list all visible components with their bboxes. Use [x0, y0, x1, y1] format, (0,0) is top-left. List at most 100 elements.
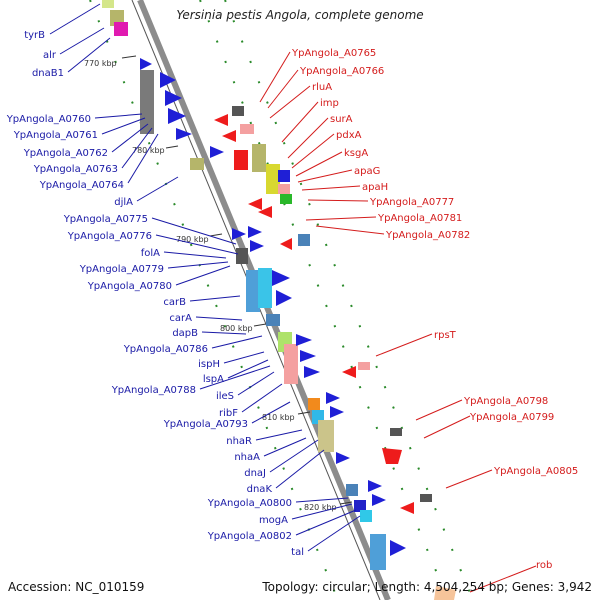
gene-label[interactable]: mogA — [259, 515, 288, 526]
gene-label[interactable]: rluA — [312, 82, 332, 93]
gene-label[interactable]: ispH — [198, 359, 220, 370]
gene-label[interactable]: YpAngola_A0762 — [23, 148, 108, 159]
gene-label[interactable]: tyrB — [24, 30, 45, 41]
tick-770: 770 kbp — [84, 59, 117, 68]
gene-label[interactable]: YpAngola_A0779 — [79, 264, 164, 275]
map-title: Yersinia pestis Angola, complete genome — [176, 8, 424, 22]
feature-block — [354, 500, 366, 512]
gene-label[interactable]: YpAngola_A0802 — [207, 531, 292, 542]
feature-block — [252, 144, 266, 172]
left-leader-lines — [49, 3, 361, 552]
feature-block — [370, 534, 386, 570]
gene-label[interactable]: YpAngola_A0786 — [123, 344, 208, 355]
gene-label[interactable]: YpAngola_A0764 — [39, 180, 124, 191]
tick-800: 800 kbp — [220, 324, 253, 333]
gene-label[interactable]: YpAngola_A0782 — [385, 230, 470, 241]
gene-label[interactable]: YpAngola_A0760 — [6, 114, 91, 125]
gene-label[interactable]: apaH — [362, 182, 388, 193]
gene-label[interactable]: pdxA — [336, 130, 362, 141]
gene-arrow — [280, 238, 292, 250]
gene-label[interactable]: alr — [43, 50, 57, 61]
gene-arrow — [382, 448, 402, 464]
gene-label[interactable]: surA — [330, 114, 353, 125]
feature-block — [278, 170, 290, 182]
feature-block — [266, 314, 280, 326]
feature-block — [240, 124, 254, 134]
gene-label[interactable]: dnaK — [247, 484, 273, 495]
gene-label[interactable]: YpAngola_A0780 — [87, 281, 172, 292]
accession-text: Accession: NC_010159 — [8, 580, 145, 594]
gene-arrow — [368, 480, 382, 492]
feature-block — [190, 158, 204, 170]
gene-label[interactable]: YpAngola_A0777 — [369, 197, 454, 208]
tick-mark — [209, 233, 223, 237]
gene-arrow — [210, 146, 224, 158]
gene-label[interactable]: YpAngola_A0799 — [469, 412, 554, 423]
reverse-strand-features — [214, 106, 456, 600]
gene-arrow — [276, 290, 292, 306]
gene-label[interactable]: apaG — [354, 166, 380, 177]
feature-block — [298, 234, 310, 246]
gene-arrow — [248, 226, 262, 238]
gene-label[interactable]: nhaA — [234, 452, 260, 463]
feature-block — [280, 194, 292, 204]
gene-label[interactable]: YpAngola_A0763 — [33, 164, 118, 175]
feature-block — [246, 270, 260, 312]
gene-label[interactable]: ribF — [219, 408, 238, 419]
tick-mark — [339, 501, 353, 505]
gene-arrow — [160, 72, 176, 88]
gene-label[interactable]: rob — [536, 560, 552, 571]
gene-label[interactable]: ileS — [216, 391, 234, 402]
gene-arrow — [304, 366, 320, 378]
gene-label[interactable]: YpAngola_A0766 — [299, 66, 384, 77]
gene-label[interactable]: djlA — [114, 197, 133, 208]
gene-label[interactable]: rpsT — [434, 330, 457, 341]
gene-label[interactable]: carB — [163, 297, 186, 308]
gene-arrow — [326, 392, 340, 404]
gene-arrow — [336, 452, 350, 464]
tick-mark — [121, 55, 137, 59]
gene-arrow — [140, 58, 152, 70]
gene-label[interactable]: YpAngola_A0798 — [463, 396, 548, 407]
gene-label[interactable]: tal — [291, 547, 304, 558]
gene-label[interactable]: dnaB1 — [32, 68, 64, 79]
gene-arrow — [372, 494, 386, 506]
feature-block — [346, 484, 358, 496]
tick-mark — [253, 323, 267, 327]
feature-block — [390, 428, 402, 436]
gene-label[interactable]: nhaR — [226, 436, 252, 447]
gene-label[interactable]: carA — [169, 313, 192, 324]
gene-arrow — [250, 240, 264, 252]
gene-label[interactable]: dnaJ — [244, 468, 266, 479]
feature-block — [102, 0, 114, 8]
gene-label[interactable]: YpAngola_A0800 — [207, 498, 292, 509]
gene-label[interactable]: YpAngola_A0765 — [291, 48, 376, 59]
gene-label[interactable]: YpAngola_A0775 — [63, 214, 148, 225]
feature-block — [258, 268, 272, 308]
gene-arrow — [248, 198, 262, 210]
gene-label[interactable]: lspA — [203, 374, 224, 385]
feature-block — [278, 184, 290, 194]
gene-label[interactable]: YpAngola_A0776 — [67, 231, 152, 242]
gene-arrow — [300, 350, 316, 362]
feature-block — [360, 510, 372, 522]
gene-arrow — [222, 130, 236, 142]
gene-arrow — [400, 502, 414, 514]
gene-label[interactable]: ksgA — [344, 148, 368, 159]
gene-arrow — [296, 334, 312, 346]
gene-arrow — [330, 406, 344, 418]
gene-label[interactable]: dapB — [172, 328, 198, 339]
gene-label[interactable]: YpAngola_A0788 — [111, 385, 196, 396]
feature-block — [434, 586, 456, 600]
gene-label[interactable]: YpAngola_A0793 — [163, 419, 248, 430]
forward-strand-features — [102, 0, 406, 570]
gene-label[interactable]: YpAngola_A0805 — [493, 466, 578, 477]
gene-arrow — [258, 206, 272, 218]
gene-label[interactable]: YpAngola_A0781 — [377, 213, 462, 224]
right-leader-lines — [259, 51, 537, 593]
feature-block — [140, 70, 154, 134]
gene-label[interactable]: imp — [320, 98, 339, 109]
gene-label[interactable]: folA — [141, 248, 160, 259]
gene-label[interactable]: YpAngola_A0761 — [13, 130, 98, 141]
